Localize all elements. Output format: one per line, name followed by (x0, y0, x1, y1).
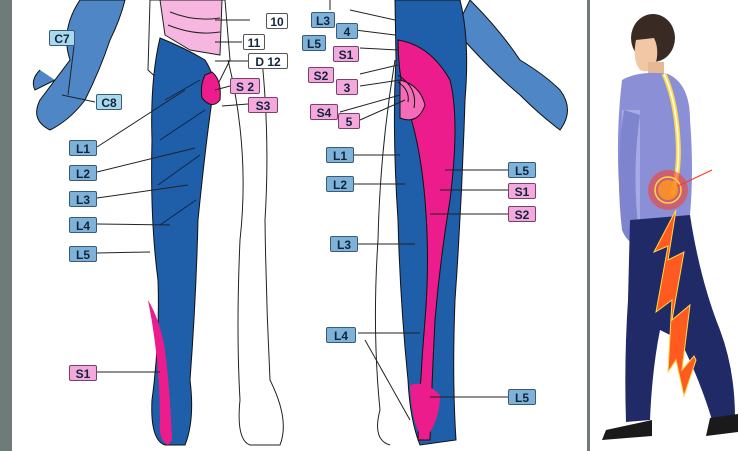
label-s1-back-top: S1 (333, 46, 359, 62)
label-s4-back: S4 (310, 104, 338, 120)
label-l1-left: L1 (69, 140, 97, 156)
label-l3-back-top: L3 (311, 12, 335, 28)
label-l5-back-top: L5 (302, 35, 326, 51)
label-4-back: 4 (336, 23, 358, 39)
label-c8: C8 (96, 94, 122, 110)
label-l4-left: L4 (69, 217, 97, 233)
label-l5-back-foot: L5 (508, 389, 536, 405)
label-11: 11 (243, 34, 265, 50)
label-d12: D 12 (248, 53, 288, 69)
label-l5-left: L5 (69, 246, 97, 262)
label-5-back: 5 (338, 113, 360, 129)
label-l1-back: L1 (326, 147, 354, 163)
label-l5-back: L5 (508, 162, 536, 178)
label-l3-back-mid: L3 (330, 236, 358, 252)
label-l4-back: L4 (326, 327, 356, 343)
label-s2-front: S 2 (230, 78, 260, 94)
label-c7: C7 (49, 30, 75, 46)
label-s2-back: S2 (508, 206, 536, 222)
label-l2-left: L2 (69, 165, 97, 181)
label-l2-back: L2 (326, 176, 354, 192)
label-s2-back-top: S2 (308, 67, 334, 83)
label-l3-left: L3 (69, 191, 97, 207)
label-10: 10 (266, 13, 288, 29)
label-s3-front: S3 (248, 97, 278, 113)
label-s1-left: S1 (69, 365, 97, 381)
label-s1-back: S1 (508, 183, 536, 199)
label-3-back: 3 (336, 79, 358, 95)
